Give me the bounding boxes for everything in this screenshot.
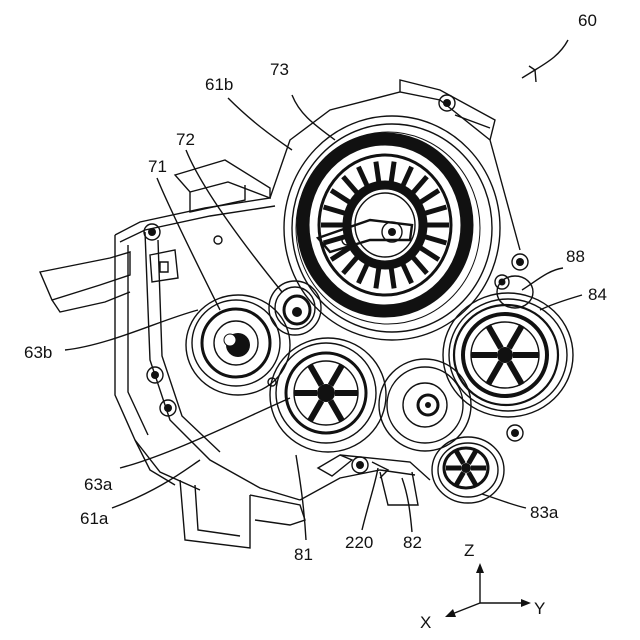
axis-label-z: Z <box>464 541 474 560</box>
gear-spoke <box>423 207 446 214</box>
gear-88 <box>497 276 533 308</box>
label-81: 81 <box>294 545 313 564</box>
label-71: 71 <box>148 157 167 176</box>
coordinate-axes: Z Y X <box>420 541 545 632</box>
screw <box>512 254 528 270</box>
label-73: 73 <box>270 60 289 79</box>
gear-spoke <box>331 190 351 203</box>
gear-spoke <box>419 190 439 203</box>
screw <box>507 425 523 441</box>
gear-spoke <box>509 326 522 349</box>
x-axis-arrow <box>452 603 480 614</box>
gear-spoke <box>423 236 446 243</box>
gear-83a <box>432 437 504 503</box>
label-84: 84 <box>588 285 607 304</box>
label-88: 88 <box>566 247 585 266</box>
gear-71 <box>186 295 290 395</box>
label-63b: 63b <box>24 343 52 362</box>
gear-spoke <box>469 451 477 464</box>
gear-spoke <box>509 362 522 385</box>
label-83a: 83a <box>530 503 559 522</box>
label-61b: 61b <box>205 75 233 94</box>
gear-spoke <box>488 326 501 349</box>
axis-label-y: Y <box>534 599 545 618</box>
label-220: 220 <box>345 533 373 552</box>
gear-spoke <box>419 247 439 260</box>
gear-spoke <box>324 207 347 214</box>
gear-spoke <box>456 451 464 464</box>
gear-mid-right <box>379 359 471 451</box>
gear-spoke <box>310 401 322 421</box>
screw <box>144 224 160 240</box>
label-72: 72 <box>176 130 195 149</box>
gear-spoke <box>331 365 343 385</box>
label-60: 60 <box>578 11 597 30</box>
label-61a: 61a <box>80 509 109 528</box>
axis-label-x: X <box>420 613 431 632</box>
screw <box>147 367 163 383</box>
screw <box>352 457 368 473</box>
screw <box>439 95 455 111</box>
gear-spoke <box>456 472 464 485</box>
gear-spoke <box>469 472 477 485</box>
gear-spoke <box>331 401 343 421</box>
label-63a: 63a <box>84 475 113 494</box>
gear-spoke <box>488 362 501 385</box>
screw <box>214 236 222 244</box>
gear-81 <box>270 338 386 452</box>
gear-spoke <box>310 365 322 385</box>
label-82: 82 <box>403 533 422 552</box>
